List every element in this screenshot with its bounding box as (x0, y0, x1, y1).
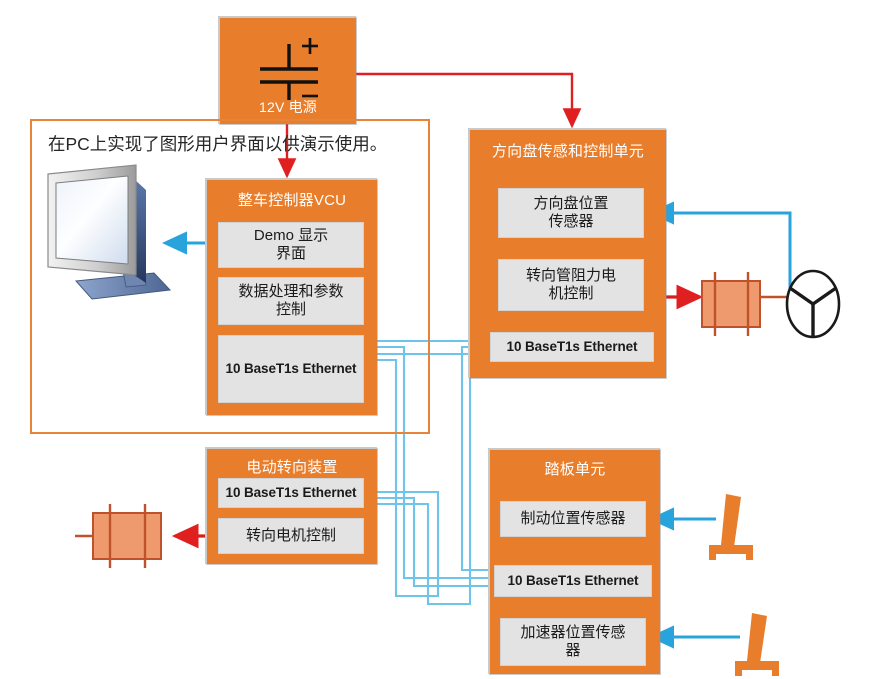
scrmc-line1: 转向管阻力电 (525, 266, 616, 284)
vcu-module-data-processing[interactable]: 数据处理和参数 控制 (218, 277, 364, 325)
steering-unit-ethernet[interactable]: 10 BaseT1s Ethernet (490, 332, 654, 362)
steering-column-resistance-motor-control[interactable]: 转向管阻力电 机控制 (498, 259, 644, 311)
steering-rack-motor-icon (75, 504, 162, 568)
aps-line2: 器 (565, 642, 581, 659)
pc-monitor-icon (47, 164, 172, 300)
scrmc-line2: 机控制 (548, 285, 594, 302)
accelerator-pedal-icon (735, 613, 779, 676)
vcu-title: 整车控制器VCU (237, 192, 347, 209)
aps-line1: 加速器位置传感 (520, 623, 626, 641)
steering-column-motor-icon (701, 272, 790, 336)
swps-line2: 传感器 (548, 213, 594, 230)
pc-caption-text: 在PC上实现了图形用户界面以供演示使用。 (48, 134, 388, 154)
vcu-data-line2: 控制 (275, 301, 306, 318)
steering-wheel-icon (785, 269, 841, 339)
vcu-data-line1: 数据处理和参数 (238, 282, 344, 300)
brake-pedal-icon (709, 494, 753, 560)
pc-boundary-frame (30, 119, 430, 434)
steering-motor-control[interactable]: 转向电机控制 (218, 518, 364, 554)
vcu-module-demo-display[interactable]: Demo 显示 界面 (218, 222, 364, 268)
steering-unit-title: 方向盘传感和控制单元 (491, 143, 644, 160)
vcu-module-ethernet[interactable]: 10 BaseT1s Ethernet (218, 335, 364, 403)
swps-line1: 方向盘位置 (533, 194, 609, 212)
electric-steering-ethernet[interactable]: 10 BaseT1s Ethernet (218, 478, 364, 508)
vcu-demo-line2: 界面 (275, 245, 306, 262)
pedal-unit-title: 踏板单元 (544, 461, 606, 478)
steering-wheel-position-sensor[interactable]: 方向盘位置 传感器 (498, 188, 644, 238)
pedal-unit-ethernet[interactable]: 10 BaseT1s Ethernet (494, 565, 652, 597)
power-wires (277, 72, 582, 179)
accelerator-position-sensor[interactable]: 加速器位置传感 器 (500, 618, 646, 666)
brake-position-sensor[interactable]: 制动位置传感器 (500, 501, 646, 537)
electric-steering-title: 电动转向装置 (246, 459, 338, 476)
power-supply-label: 12V 电源 (259, 99, 317, 115)
battery-symbol-icon (260, 38, 318, 100)
vcu-demo-line1: Demo 显示 (253, 226, 329, 244)
power-supply-block[interactable]: 12V 电源 (218, 16, 356, 124)
